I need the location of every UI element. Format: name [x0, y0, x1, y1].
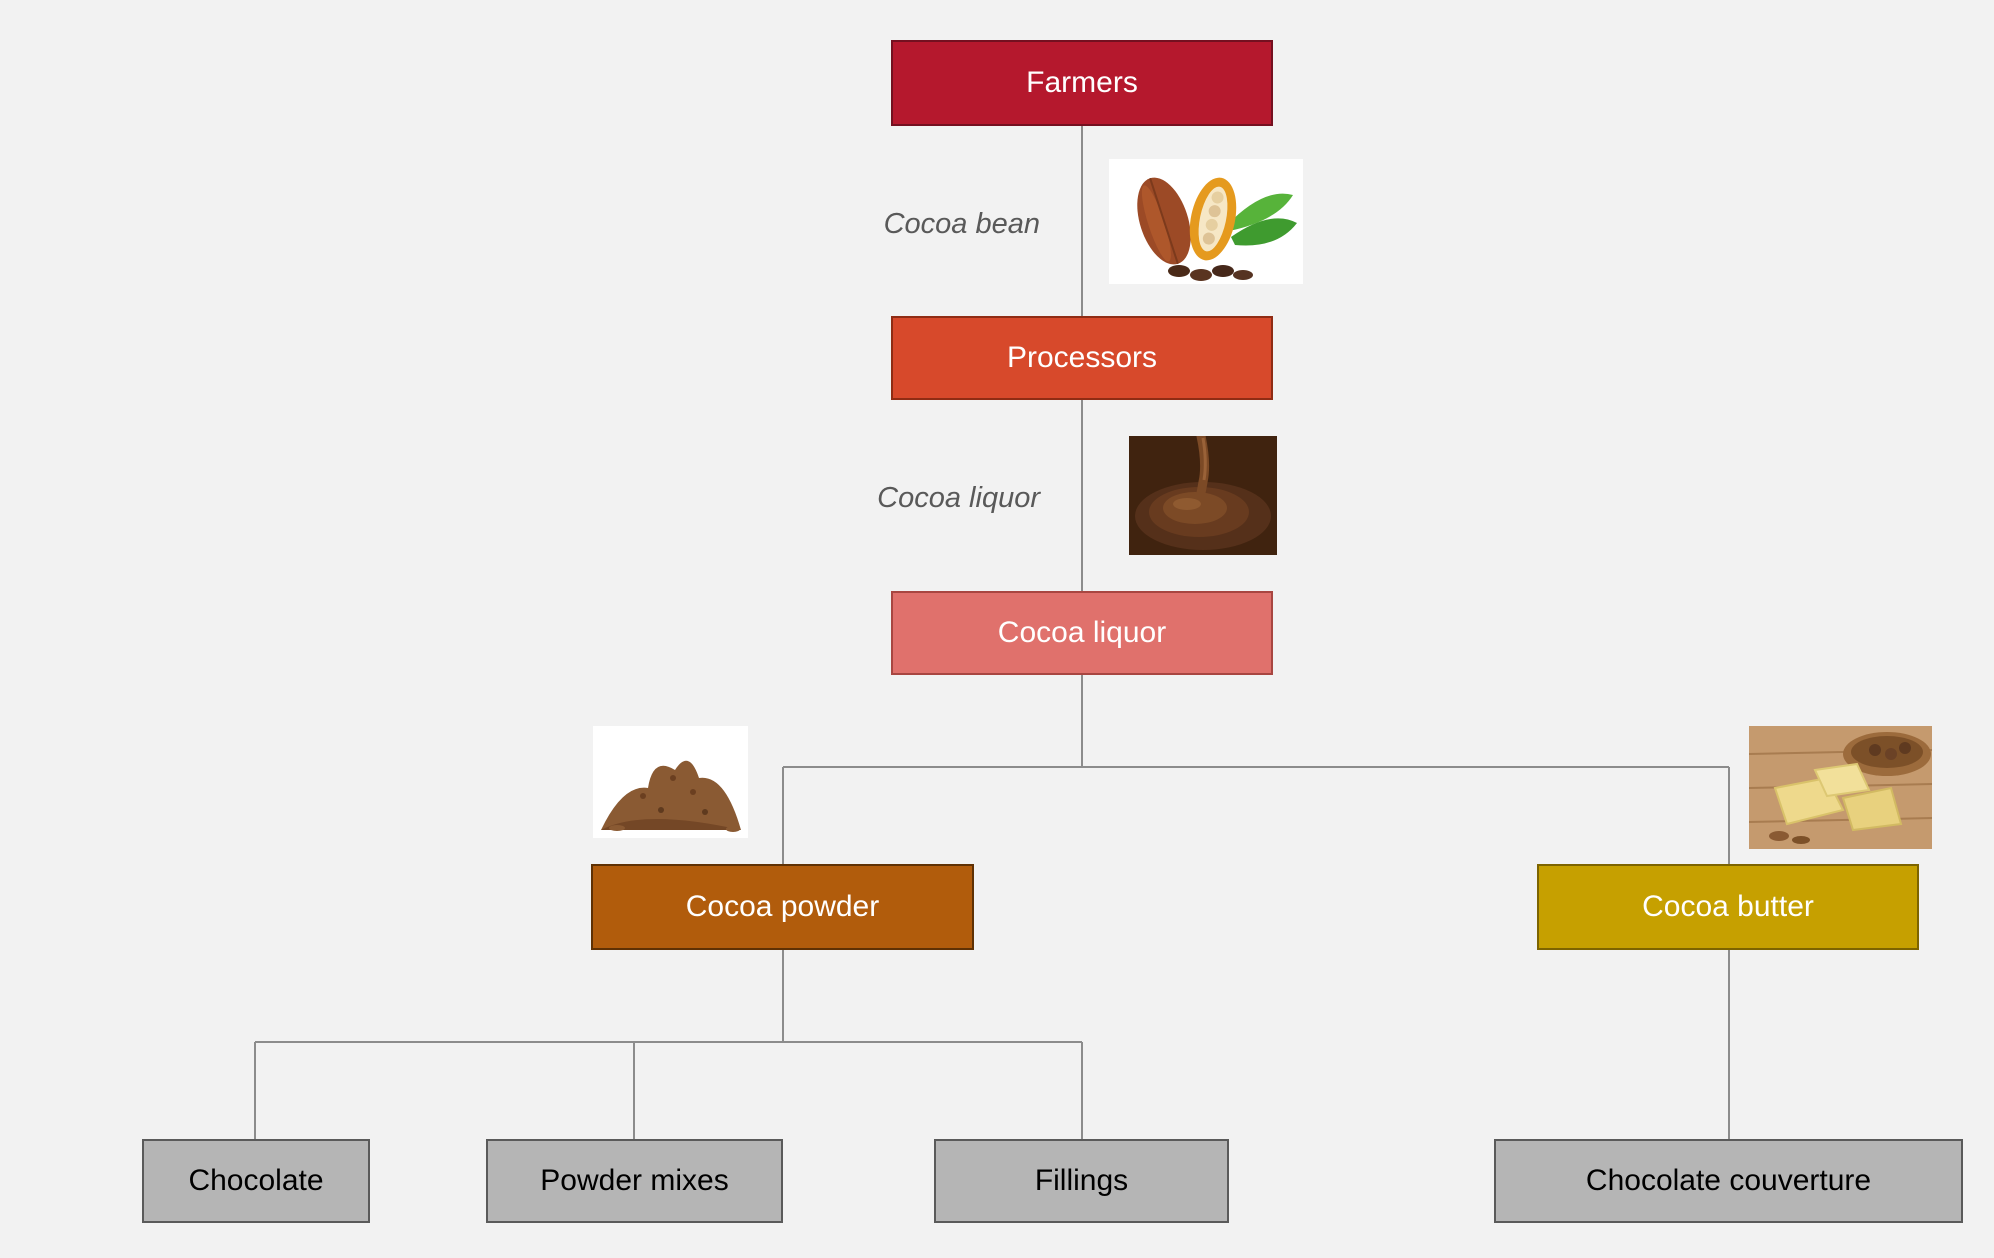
node-chocolate-couverture: Chocolate couverture — [1494, 1139, 1963, 1223]
node-chocolate-label: Chocolate — [188, 1164, 324, 1197]
node-cocoa-powder: Cocoa powder — [591, 864, 974, 950]
node-chocolate: Chocolate — [142, 1139, 370, 1223]
node-cocoa-butter: Cocoa butter — [1537, 864, 1919, 950]
cocoa-pod-and-beans-photo — [1109, 159, 1303, 284]
node-cocoa-powder-label: Cocoa powder — [685, 890, 880, 923]
node-cocoa-liquor: Cocoa liquor — [891, 591, 1273, 675]
node-fillings: Fillings — [934, 1139, 1229, 1223]
edge-label-cocoa-liquor: Cocoa liquor — [877, 482, 1040, 514]
node-powder-mixes-label: Powder mixes — [540, 1164, 729, 1197]
node-cocoa-liquor-label: Cocoa liquor — [997, 616, 1167, 649]
node-powder-mixes: Powder mixes — [486, 1139, 783, 1223]
cocoa-powder-pile-photo — [593, 726, 748, 838]
node-farmers: Farmers — [891, 40, 1273, 126]
node-cocoa-butter-label: Cocoa butter — [1642, 890, 1814, 923]
cocoa-butter-chunks-photo — [1749, 726, 1932, 849]
node-fillings-label: Fillings — [1034, 1164, 1129, 1197]
melted-chocolate-photo — [1129, 436, 1277, 555]
node-processors: Processors — [891, 316, 1273, 400]
edge-label-cocoa-bean: Cocoa bean — [883, 208, 1040, 240]
node-chocolate-couverture-label: Chocolate couverture — [1585, 1164, 1872, 1197]
node-farmers-label: Farmers — [1026, 66, 1138, 99]
node-processors-label: Processors — [1006, 341, 1158, 374]
